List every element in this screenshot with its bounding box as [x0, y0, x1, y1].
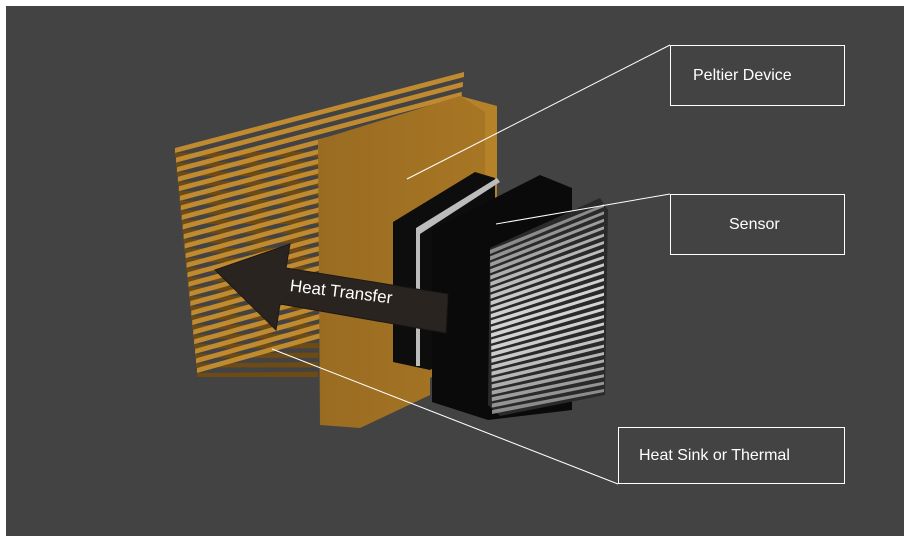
sensor-fin: [490, 241, 604, 286]
sensor-fin: [491, 352, 604, 382]
heat-sink-callout: Heat Sink or Thermal: [618, 427, 845, 484]
sensor-fin: [490, 278, 604, 318]
sensor-label: Sensor: [729, 215, 780, 233]
sensor-fins: [490, 204, 604, 414]
sensor-fin: [491, 381, 604, 408]
sensor-fin: [490, 218, 604, 267]
sensor-fin: [490, 248, 604, 293]
sensor-fin: [491, 337, 604, 370]
sensor-fin: [491, 307, 604, 344]
heat-sink-label: Heat Sink or Thermal: [639, 446, 790, 464]
sensor-fin: [491, 366, 604, 395]
sensor-fin: [490, 263, 604, 306]
sensor-fin: [491, 374, 604, 402]
sensor-fin: [491, 344, 604, 376]
sensor-fin: [490, 204, 604, 254]
sensor-fin: [491, 359, 604, 389]
leader-line-sensor: [495, 193, 671, 225]
heat-sink-fin: [175, 72, 464, 153]
sensor-fin: [490, 226, 604, 274]
sensor-fin: [492, 389, 604, 414]
peltier-device-label: Peltier Device: [693, 66, 792, 84]
heat-transfer-arrow: [214, 243, 449, 334]
sensor-fin: [491, 300, 604, 338]
sensor-fin: [490, 270, 604, 312]
sensor-fin: [490, 255, 604, 299]
heat-sink-fin: [175, 81, 463, 163]
sensor-callout: Sensor: [670, 194, 845, 255]
sensor-fin: [490, 233, 604, 280]
heat-sink-fin-edge: [197, 371, 318, 377]
peltier-device-callout: Peltier Device: [670, 45, 845, 106]
heat-sink-fin: [176, 91, 462, 173]
sensor-fin: [491, 322, 604, 357]
sensor-fin: [491, 329, 604, 363]
sensor-fin: [490, 285, 604, 325]
sensor-fin: [490, 211, 604, 261]
sensor-fin: [490, 292, 604, 331]
leader-line-heat-sink: [271, 348, 619, 485]
leader-line-peltier: [406, 44, 671, 180]
sensor-fin: [491, 315, 604, 350]
